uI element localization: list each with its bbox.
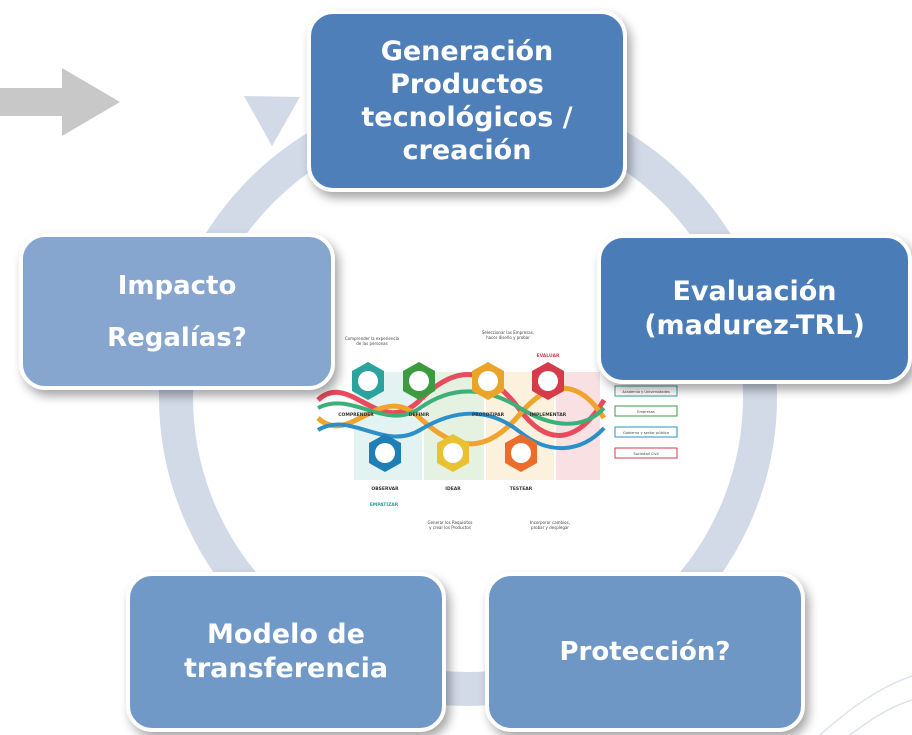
stage-label-testear: TESTEAR [510, 486, 533, 492]
stage-label-implementar: IMPLEMENTAR [530, 412, 567, 418]
node-impacto: Impacto Regalías? [19, 233, 335, 390]
stage-label-comprender: COMPRENDER [338, 412, 374, 418]
note-seleccionar: Seleccionar las Empresas,hacer diseño y … [482, 330, 534, 340]
node-proteccion-label: Protección? [559, 637, 731, 667]
ring-arrowhead [244, 96, 300, 146]
node-impacto-label: Impacto Regalías? [107, 270, 247, 353]
gray-input-arrow [0, 68, 120, 136]
stage-label-observar: OBSERVAR [371, 486, 399, 492]
node-modelo: Modelo de transferencia [126, 572, 446, 732]
decorative-lines [819, 675, 912, 735]
stage-label-prototipar: PROTOTIPAR [472, 412, 505, 418]
tag-evaluar: EVALUAR [537, 353, 560, 359]
node-generacion: Generación Productos tecnológicos / crea… [307, 10, 627, 192]
stage-label-idear: IDEAR [445, 486, 461, 492]
actor-gobierno: Gobierno y sector público [623, 431, 669, 435]
note-incorporar: Incorporar cambios,probar y desplegar [530, 520, 570, 530]
process-map: COMPRENDER DEFINIR PROTOTIPAR IMPLEMENTA… [316, 330, 678, 530]
node-evaluacion: Evaluación (madurez-TRL) [597, 234, 912, 384]
actor-empresas: Empresas [637, 410, 655, 414]
tag-empatizar: EMPATIZAR [370, 502, 399, 508]
node-evaluacion-label: Evaluación (madurez-TRL) [644, 276, 865, 341]
stage-label-definir: DEFINIR [409, 412, 430, 418]
actor-academia: Academia y Universidades [622, 390, 670, 394]
node-proteccion: Protección? [485, 572, 805, 732]
node-generacion-label: Generación Productos tecnológicos / crea… [361, 36, 573, 166]
node-modelo-label: Modelo de transferencia [183, 619, 389, 684]
actor-sociedad: Sociedad Civil [633, 452, 658, 456]
